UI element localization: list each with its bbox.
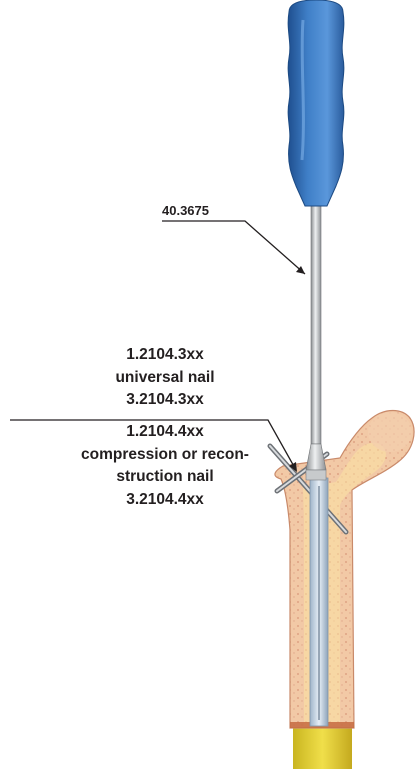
tool-number-label: 40.3675 xyxy=(162,204,209,217)
lower-label-line-2: compression or recon- xyxy=(0,447,375,463)
upper-label-line-2: universal nail xyxy=(0,370,375,386)
lower-label-group: 1.2104.4xx compression or recon- structi… xyxy=(0,424,375,507)
upper-label-line-1: 1.2104.3xx xyxy=(0,347,375,363)
lower-label-line-4: 3.2104.4xx xyxy=(0,492,375,508)
upper-label-group: 1.2104.3xx universal nail 3.2104.3xx xyxy=(0,347,375,408)
femoral-shaft-bottom xyxy=(293,728,352,769)
upper-label-line-3: 3.2104.3xx xyxy=(0,392,375,408)
lower-label-line-3: struction nail xyxy=(0,469,375,485)
instrument-shaft xyxy=(311,206,321,444)
instrument-handle xyxy=(288,0,344,206)
lower-label-line-1: 1.2104.4xx xyxy=(0,424,375,440)
leader-line-tool xyxy=(162,221,305,274)
